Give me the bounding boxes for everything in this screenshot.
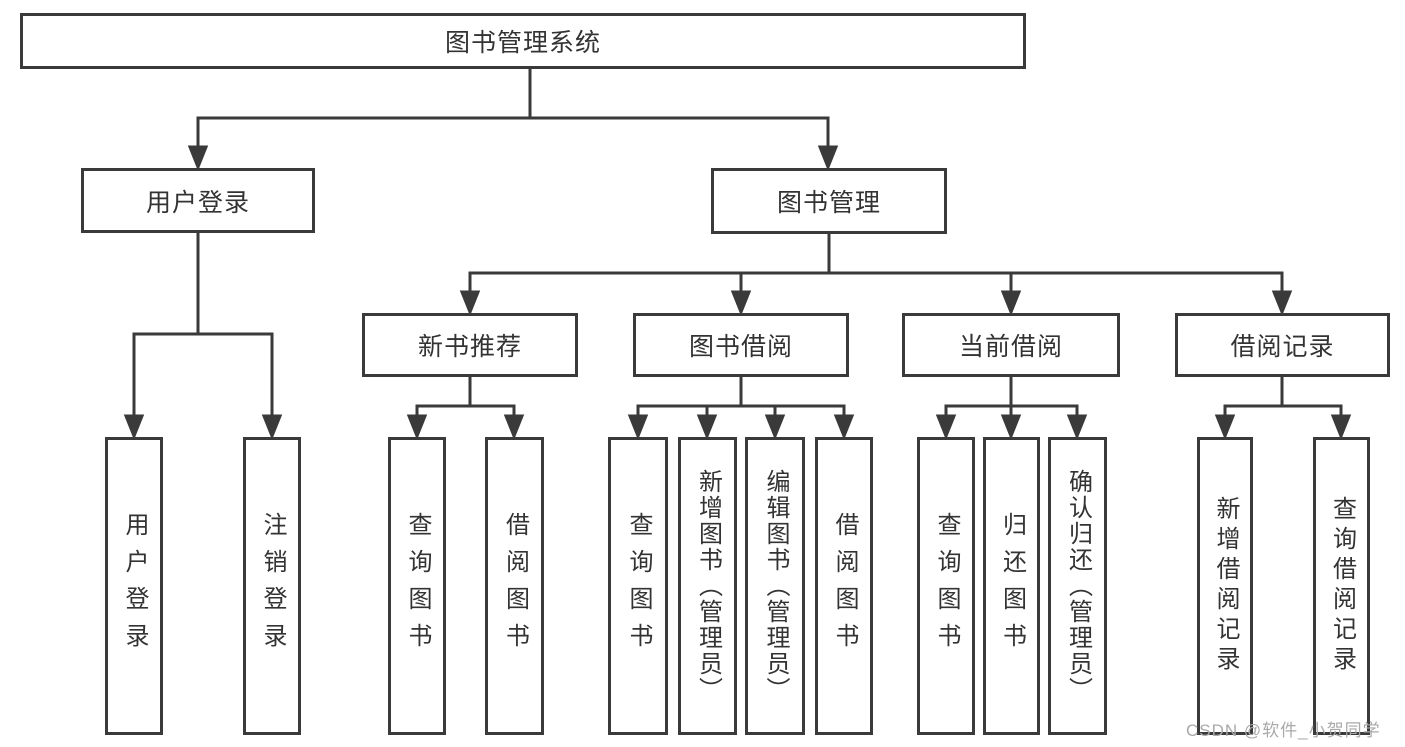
node-label: 归还图书 (998, 512, 1026, 660)
node-label: 新增图书（管理员） (694, 469, 722, 703)
leaf-records-add-record: 新增借阅记录 (1197, 437, 1253, 735)
connector-root-to-level2 (187, 69, 839, 172)
node-book-borrow: 图书借阅 (633, 313, 849, 377)
leaf-current-confirm-return-admin: 确认归还（管理员） (1048, 437, 1107, 735)
node-label: 图书借阅 (688, 333, 793, 361)
connector-new-book-to-leaves (406, 377, 525, 441)
node-new-book-recommend: 新书推荐 (362, 313, 578, 377)
leaf-records-query-record: 查询借阅记录 (1313, 437, 1370, 735)
leaf-current-query-book: 查询图书 (917, 437, 975, 735)
node-label: 当前借阅 (958, 333, 1063, 361)
node-borrow-records: 借阅记录 (1175, 313, 1390, 377)
node-label: 新书推荐 (417, 333, 522, 361)
node-label: 借阅记录 (1230, 333, 1335, 361)
node-label: 注销登录 (259, 512, 286, 660)
csdn-watermark: CSDN @软件_小贺同学 (1186, 721, 1381, 740)
node-root-system: 图书管理系统 (20, 13, 1026, 69)
node-label: 确认归还（管理员） (1064, 469, 1092, 703)
node-label: 查询图书 (404, 512, 431, 660)
leaf-borrow-query-book: 查询图书 (608, 437, 668, 735)
leaf-borrow-add-book-admin: 新增图书（管理员） (678, 437, 737, 735)
node-label: 借阅图书 (501, 512, 529, 660)
node-label: 新增借阅记录 (1212, 496, 1239, 676)
leaf-current-return-book: 归还图书 (983, 437, 1040, 735)
node-label: 图书管理 (776, 189, 881, 217)
leaf-user-login: 用户登录 (105, 437, 163, 735)
leaf-newbook-borrow-book: 借阅图书 (485, 437, 544, 735)
node-label: 编辑图书（管理员） (762, 469, 789, 703)
node-label: 借阅图书 (831, 512, 858, 660)
leaf-logout: 注销登录 (243, 437, 301, 735)
node-user-login: 用户登录 (81, 168, 315, 233)
connector-book-borrow-to-leaves (627, 377, 855, 441)
node-label: 用户登录 (121, 512, 148, 660)
leaf-borrow-edit-book-admin: 编辑图书（管理员） (745, 437, 805, 735)
node-book-management: 图书管理 (711, 168, 947, 234)
connector-book-management-to-level3 (459, 234, 1293, 317)
connector-current-borrow-to-leaves (935, 377, 1088, 441)
node-label: 图书管理系统 (444, 29, 601, 57)
leaf-newbook-query-book: 查询图书 (388, 437, 446, 735)
connector-borrow-records-to-leaves (1214, 377, 1352, 441)
node-label: 查询借阅记录 (1328, 496, 1356, 676)
node-current-borrow: 当前借阅 (902, 313, 1120, 377)
connector-user-login-to-leaves (123, 233, 283, 441)
node-label: 查询图书 (933, 512, 960, 660)
node-label: 查询图书 (625, 512, 652, 660)
leaf-borrow-borrow-book: 借阅图书 (815, 437, 873, 735)
node-label: 用户登录 (145, 188, 250, 217)
